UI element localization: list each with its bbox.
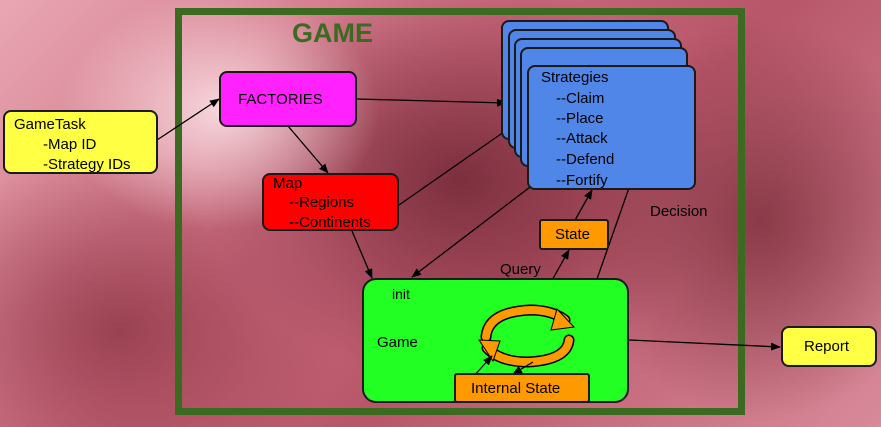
report-label: Report — [804, 338, 850, 355]
map-line-regions: --Regions — [289, 194, 355, 211]
gametask-title: GameTask — [14, 116, 86, 133]
factories-label: FACTORIES — [238, 91, 323, 108]
arrow-factories-to-strategies — [356, 98, 507, 107]
gametask-line-strategy-ids: -Strategy IDs — [43, 156, 131, 173]
factories-box: FACTORIES — [219, 71, 357, 127]
arrow-strategies-to-game-init — [411, 180, 539, 278]
game-init-label: init — [392, 286, 410, 302]
arrow-map-to-game — [351, 230, 373, 279]
strategies-box: Strategies --Claim --Place --Attack --De… — [527, 65, 696, 190]
internal-state-label: Internal State — [471, 380, 561, 397]
state-label: State — [555, 226, 591, 243]
strategy-defend: --Defend — [556, 151, 615, 168]
arrow-gametask-to-factories — [156, 98, 220, 141]
gametask-box: GameTask -Map ID -Strategy IDs — [3, 110, 158, 174]
strategies-title: Strategies — [541, 69, 609, 86]
strategy-fortify: --Fortify — [556, 172, 608, 189]
internal-state-box: Internal State — [454, 373, 590, 403]
arrow-game-to-report — [628, 339, 781, 351]
strategy-place: --Place — [556, 110, 604, 127]
map-line-continents: --Continents — [289, 214, 371, 231]
strategy-claim: --Claim — [556, 90, 605, 107]
game-label: Game — [377, 334, 418, 351]
game-title: GAME — [292, 18, 373, 48]
state-box: State — [539, 219, 609, 250]
strategy-attack: --Attack — [556, 130, 608, 147]
map-title: Map — [273, 175, 303, 192]
report-box: Report — [781, 326, 877, 367]
game-frame — [175, 8, 745, 415]
cycle-arrowhead-bottom — [478, 339, 501, 363]
query-label: Query — [500, 261, 541, 278]
map-box: Map --Regions --Continents — [262, 173, 399, 231]
decision-label: Decision — [650, 203, 708, 220]
gametask-line-map-id: -Map ID — [43, 136, 97, 153]
cycle-arrowhead-top — [550, 308, 576, 331]
arrow-query-to-strategies — [573, 189, 593, 223]
arrow-cycle-to-internal-state — [512, 361, 534, 375]
arrow-map-to-strategies — [398, 126, 512, 206]
arrow-factories-to-map — [287, 125, 329, 174]
